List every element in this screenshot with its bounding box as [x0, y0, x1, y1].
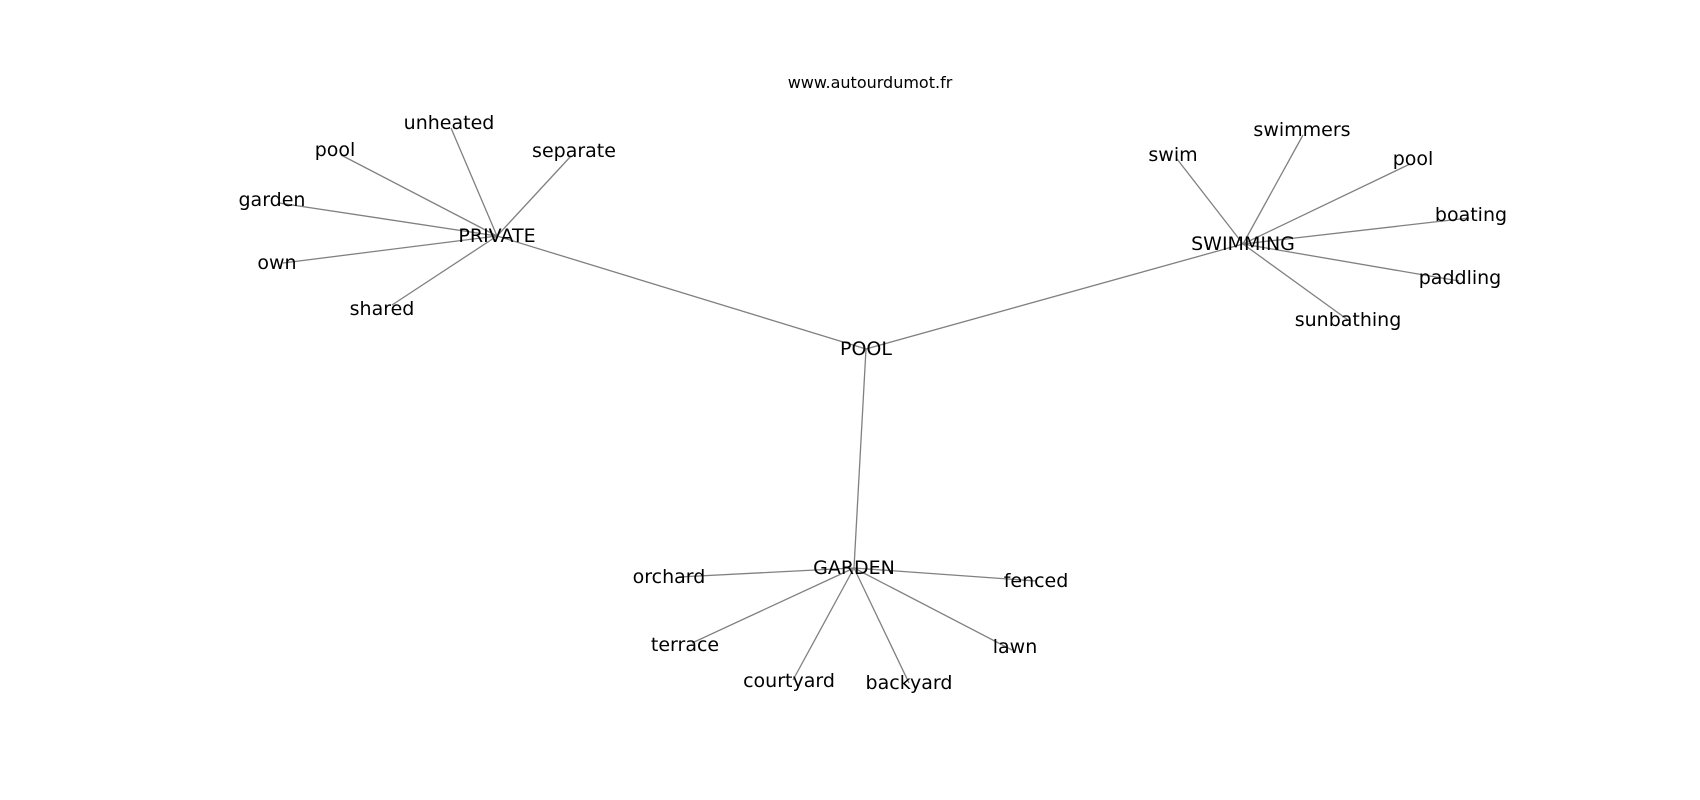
node-private-garden: garden	[239, 189, 306, 211]
node-garden-lawn: lawn	[993, 636, 1038, 658]
edge-private-pool	[340, 154, 498, 237]
node-garden-fenced: fenced	[1004, 570, 1069, 592]
edge-garden-lawn	[853, 567, 1013, 651]
edge-swimming-boating	[1242, 217, 1470, 245]
edge-garden-orchard	[678, 567, 855, 578]
node-hub-private: PRIVATE	[458, 225, 535, 247]
edge-garden-terrace	[691, 567, 855, 644]
edge-center-private	[496, 235, 867, 350]
edge-layer	[278, 127, 1470, 684]
edge-swimming-paddling	[1242, 243, 1460, 282]
edge-swimming-swim	[1176, 158, 1244, 245]
node-garden-terrace: terrace	[651, 634, 719, 656]
node-garden-backyard: backyard	[866, 672, 953, 694]
node-private-pool: pool	[315, 139, 356, 161]
node-garden-courtyard: courtyard	[743, 670, 835, 692]
edge-center-garden	[853, 348, 867, 569]
edge-private-separate	[496, 155, 572, 237]
edge-swimming-pool	[1242, 163, 1411, 245]
node-swimming-swimmers: swimmers	[1253, 119, 1350, 141]
node-private-own: own	[257, 252, 296, 274]
edge-swimming-sunbathing	[1242, 243, 1349, 321]
node-private-unheated: unheated	[404, 112, 495, 134]
node-hub-garden: GARDEN	[813, 557, 895, 579]
node-swimming-paddling: paddling	[1419, 267, 1502, 289]
node-swimming-pool: pool	[1393, 148, 1434, 170]
edge-private-unheated	[450, 127, 498, 237]
node-garden-orchard: orchard	[633, 566, 706, 588]
node-swimming-boating: boating	[1435, 204, 1507, 226]
edge-garden-courtyard	[792, 567, 855, 681]
node-center: POOL	[840, 338, 892, 360]
edge-swimming-swimmers	[1242, 134, 1304, 245]
node-private-shared: shared	[350, 298, 415, 320]
source-label: www.autourdumot.fr	[788, 73, 953, 92]
node-swimming-swim: swim	[1148, 144, 1197, 166]
edge-center-swimming	[865, 243, 1244, 350]
edge-garden-fenced	[853, 567, 1037, 582]
edge-private-garden	[278, 202, 498, 237]
label-layer: pool unheated separate garden own shared PRIVA…	[239, 112, 1508, 694]
edge-private-shared	[391, 235, 498, 306]
node-hub-swimming: SWIMMING	[1191, 233, 1295, 255]
edge-garden-backyard	[853, 567, 910, 684]
node-private-separate: separate	[532, 140, 616, 162]
node-swimming-sunbathing: sunbathing	[1295, 309, 1402, 331]
edge-private-own	[282, 235, 498, 264]
